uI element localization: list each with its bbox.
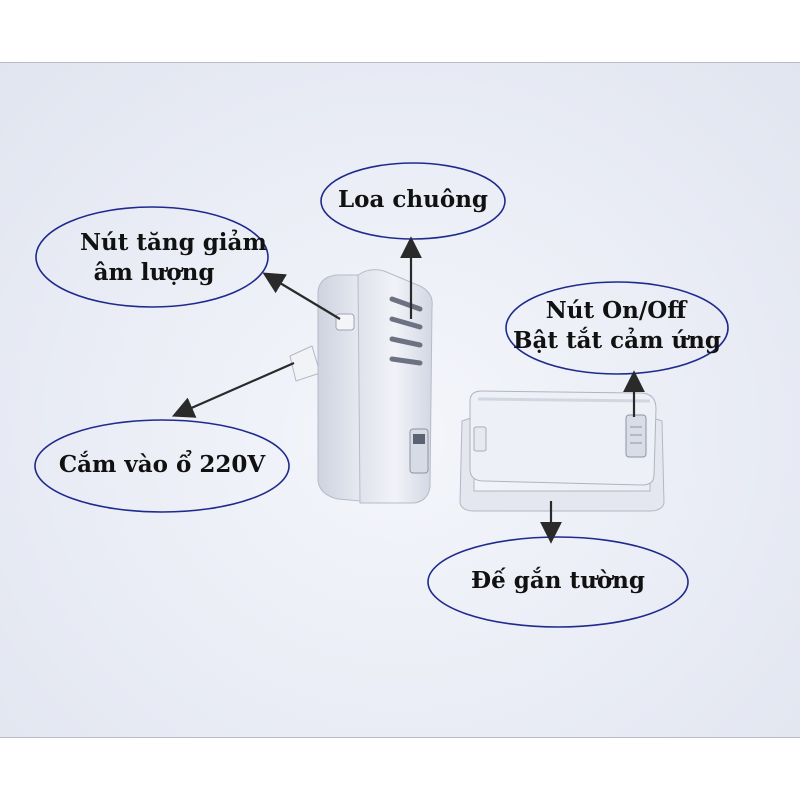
arrow-volume	[262, 272, 341, 320]
chime-receiver	[289, 269, 433, 504]
plug-prong	[289, 345, 321, 382]
label-wallmount: Đế gắn tường	[471, 567, 645, 594]
label-volume-line2: âm lượng	[93, 259, 215, 286]
bubble-volume	[35, 206, 269, 308]
arrow-plug	[171, 361, 295, 418]
label-volume-line1: Nút tăng giảm	[80, 229, 267, 256]
bubble-plug	[34, 419, 290, 513]
callout-arrows	[171, 236, 645, 544]
label-onoff-line2: Bật tắt cảm ứng	[513, 327, 721, 354]
label-onoff-line1: Nút On/Off	[545, 297, 687, 324]
bubble-onoff	[505, 281, 729, 375]
product-photo	[0, 62, 800, 738]
volume-button	[335, 313, 355, 331]
wall-mount-base	[459, 416, 665, 512]
label-plug: Cắm vào ổ 220V	[58, 451, 266, 478]
motion-sensor	[459, 390, 665, 512]
on-off-switch	[625, 414, 647, 458]
label-speaker: Loa chuông	[337, 186, 489, 213]
speaker-grille	[389, 296, 423, 366]
